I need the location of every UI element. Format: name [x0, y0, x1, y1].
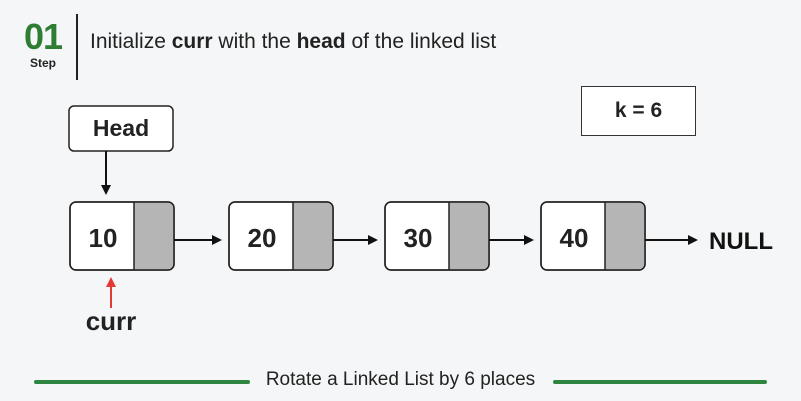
- step-number: 01: [23, 16, 63, 57]
- caption-line-right: [553, 380, 767, 384]
- null-label: NULL: [709, 228, 773, 255]
- list-node: 20: [228, 201, 334, 271]
- step-label: Step: [29, 56, 56, 70]
- caption-line-left: [34, 380, 250, 384]
- head-label: Head: [93, 115, 149, 141]
- instruction-bold-head: head: [296, 30, 346, 53]
- step-indicator: 01 Step: [20, 16, 66, 71]
- node-value: 40: [560, 223, 589, 253]
- instruction-bold-curr: curr: [171, 30, 213, 53]
- node-value: 10: [89, 223, 118, 253]
- caption: Rotate a Linked List by 6 places: [0, 369, 801, 391]
- caption-text: Rotate a Linked List by 6 places: [259, 369, 542, 390]
- list-node: 10: [69, 201, 175, 271]
- head-box: [68, 105, 174, 152]
- step-divider: [76, 14, 78, 80]
- k-value-box: k = 6: [581, 86, 696, 136]
- list-node: 40: [540, 201, 646, 271]
- node-value: 30: [404, 223, 433, 253]
- list-node: 30: [384, 201, 490, 271]
- step-instruction: Initialize curr with the head of the lin…: [90, 30, 497, 53]
- node-value: 20: [248, 223, 277, 253]
- curr-label: curr: [86, 306, 137, 336]
